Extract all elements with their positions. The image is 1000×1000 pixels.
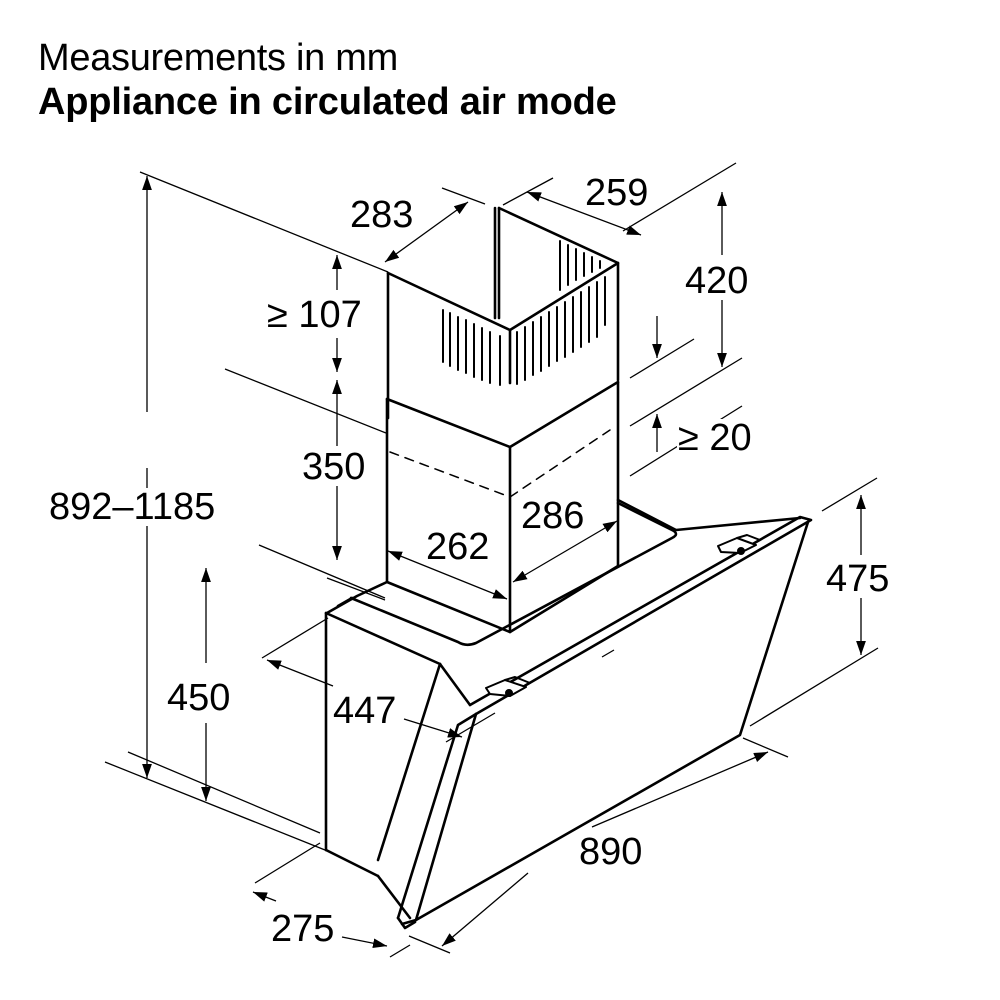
dim-hood-bottom-depth: 275 [270, 908, 336, 950]
dim-chimney-upper-depth: 259 [584, 172, 650, 214]
dim-hood-body-height: 450 [166, 677, 232, 719]
hinge-clips [485, 534, 761, 697]
dimension-lines [104, 162, 879, 958]
dim-chimney-upper-height: 420 [684, 260, 750, 302]
glass-panel [396, 515, 813, 930]
upper-chimney [386, 206, 620, 420]
dim-hood-width: 890 [578, 831, 644, 873]
drawing-title: Appliance in circulated air mode [38, 81, 617, 123]
dim-chimney-lower-height: 350 [301, 446, 367, 488]
dim-chimney-upper-width: 283 [350, 194, 414, 236]
dim-chimney-min-overlap: ≥ 20 [677, 417, 753, 459]
hood-body [324, 611, 472, 920]
measurement-unit-caption: Measurements in mm [38, 37, 398, 79]
title-block: Measurements in mm Appliance in circulat… [38, 36, 617, 124]
dim-chimney-lower-depth: 286 [521, 495, 585, 537]
hood-top-plate [325, 498, 802, 647]
dim-total-height: 892–1185 [48, 486, 217, 528]
dim-chimney-lower-width: 262 [426, 526, 490, 568]
dim-chimney-min-gap-top: ≥ 107 [266, 294, 363, 336]
dim-hood-depth: 447 [333, 690, 397, 732]
dim-glass-height: 475 [825, 558, 891, 600]
hood-outline [324, 206, 813, 930]
